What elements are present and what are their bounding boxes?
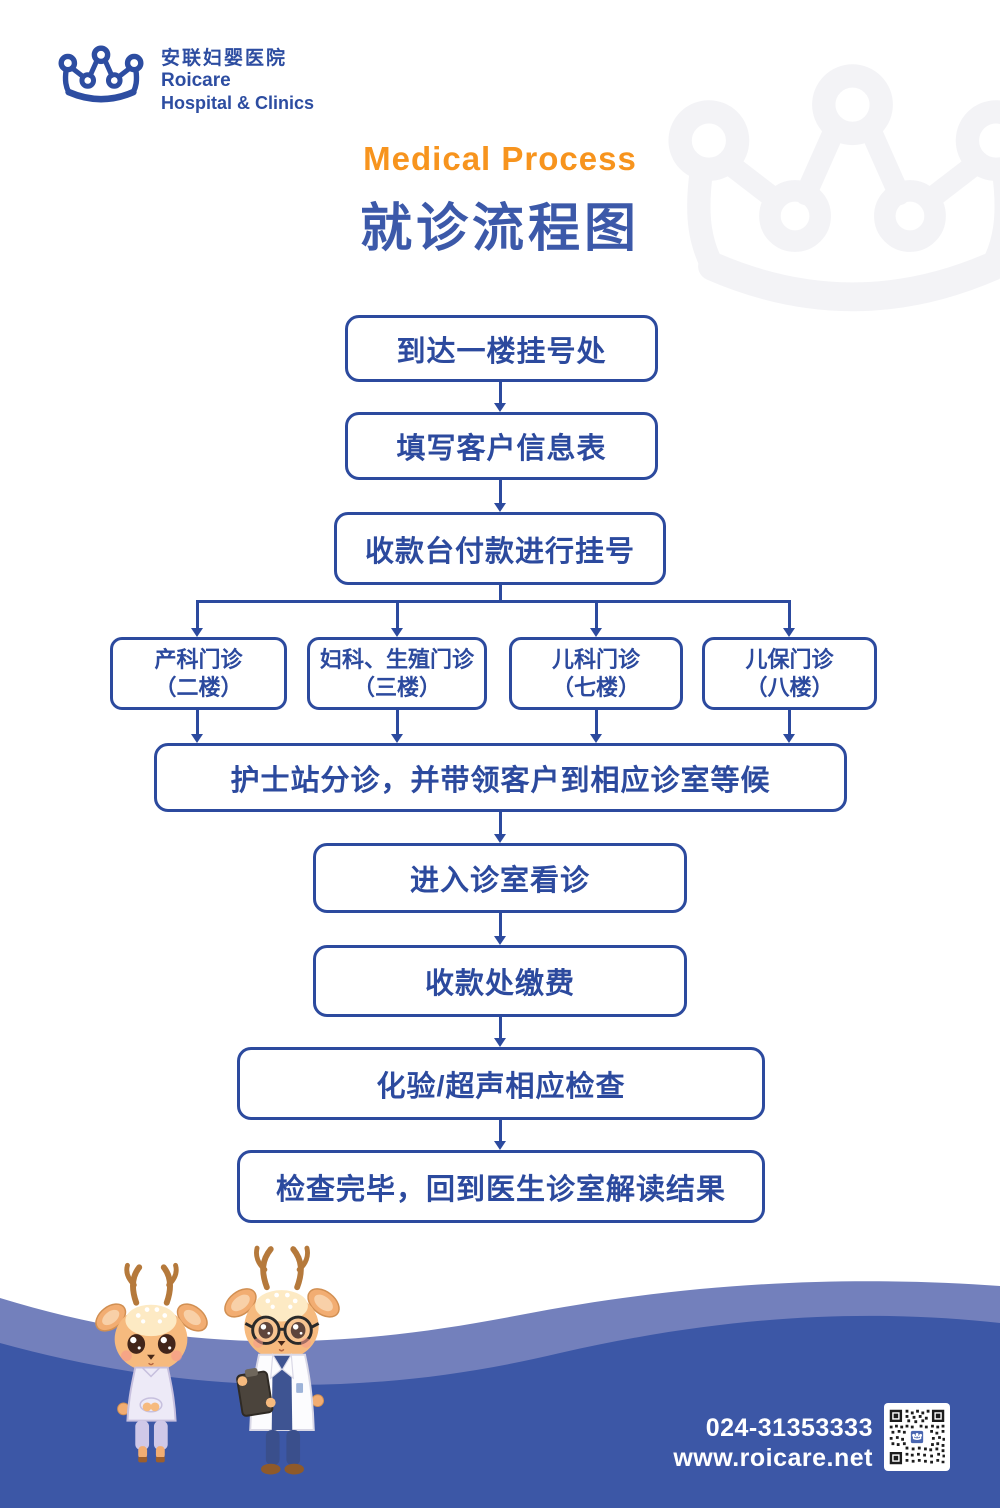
flow-branch-child-care: 儿保门诊 （八楼）: [702, 637, 877, 710]
connector-arrow: [783, 601, 795, 637]
brand-header: 安联妇婴医院 Roicare Hospital & Clinics: [55, 44, 314, 114]
connector-stem: [498, 585, 502, 602]
connector-arrow: [191, 601, 203, 637]
branch-floor: （七楼）: [551, 674, 640, 700]
branch-name: 妇科、生殖门诊: [319, 647, 474, 672]
flow-step-fill-info-form: 填写客户信息表: [345, 412, 658, 480]
nurse-deer-mascot: [95, 1262, 208, 1463]
flow-step-arrive-registration: 到达一楼挂号处: [345, 315, 658, 382]
flow-step-nurse-triage: 护士站分诊，并带领客户到相应诊室等候: [154, 743, 847, 812]
brand-name-cn: 安联妇婴医院: [161, 48, 288, 69]
branch-floor: （二楼）: [154, 674, 243, 700]
connector-arrow: [494, 480, 506, 512]
connector-arrow: [494, 812, 506, 843]
connector-arrow: [391, 710, 403, 743]
connector-arrow: [191, 710, 203, 743]
contact-website: www.roicare.net: [673, 1444, 873, 1472]
connector-branch-line: [195, 600, 791, 603]
flow-step-result-interpretation: 检查完毕，回到医生诊室解读结果: [237, 1150, 765, 1223]
connector-arrow: [494, 913, 506, 945]
contact-phone: 024-31353333: [705, 1414, 873, 1442]
flow-branch-obstetrics: 产科门诊 （二楼）: [110, 637, 287, 710]
connector-arrow: [494, 1017, 506, 1047]
flow-branch-gynecology: 妇科、生殖门诊 （三楼）: [307, 637, 487, 710]
flow-branch-pediatrics: 儿科门诊 （七楼）: [509, 637, 683, 710]
crown-icon: [58, 45, 144, 103]
connector-arrow: [494, 382, 506, 412]
qr-code: [884, 1403, 950, 1471]
connector-arrow: [590, 710, 602, 743]
branch-name: 儿保门诊: [745, 647, 834, 672]
flow-step-lab-ultrasound: 化验/超声相应检查: [237, 1047, 765, 1120]
branch-floor: （八楼）: [745, 674, 834, 700]
connector-arrow: [494, 1120, 506, 1150]
doctor-deer-mascot: [224, 1245, 340, 1475]
qr-pattern: [889, 1409, 945, 1465]
connector-arrow: [783, 710, 795, 743]
contact-block: 024-31353333 www.roicare.net: [673, 1413, 873, 1473]
flow-step-pay-cashier: 收款处缴费: [313, 945, 687, 1017]
connector-arrow: [391, 601, 403, 637]
branch-name: 儿科门诊: [551, 647, 640, 672]
connector-arrow: [590, 601, 602, 637]
branch-name: 产科门诊: [154, 647, 243, 672]
brand-name-en-sub: Hospital & Clinics: [161, 93, 315, 113]
poster-title-cn: 就诊流程图: [359, 200, 640, 258]
brand-text: 安联妇婴医院 Roicare Hospital & Clinics: [161, 44, 314, 114]
footer-wave-decoration: [0, 1281, 1000, 1508]
poster-title-en: Medical Process: [363, 140, 637, 177]
brand-name-en: Roicare: [161, 70, 231, 91]
branch-floor: （三楼）: [352, 674, 441, 700]
flow-step-see-doctor: 进入诊室看诊: [313, 843, 687, 913]
flow-step-pay-register: 收款台付款进行挂号: [334, 512, 666, 585]
